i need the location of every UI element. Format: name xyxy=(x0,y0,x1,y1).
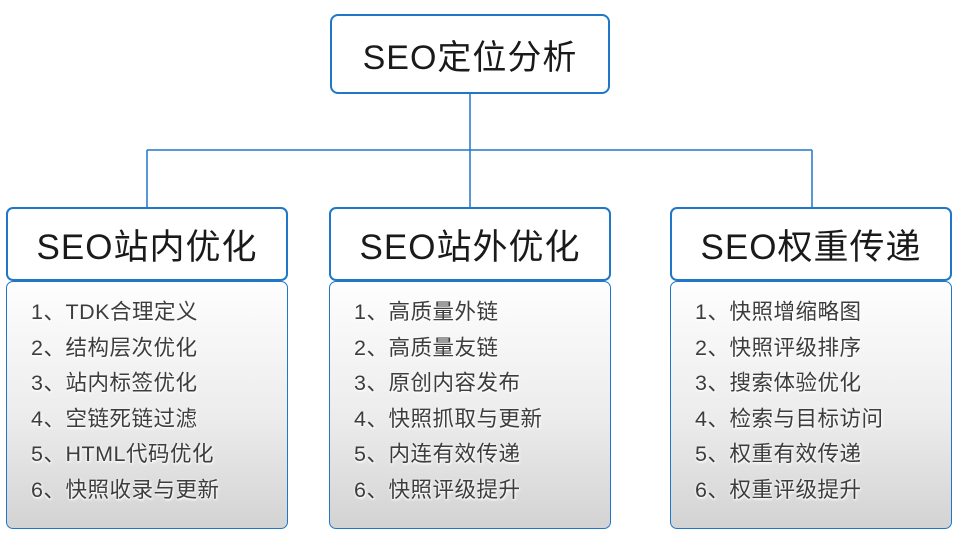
column-header: SEO站外优化 xyxy=(329,207,611,281)
column-onsite-optimization: SEO站内优化 1、TDK合理定义 2、结构层次优化 3、站内标签优化 4、空链… xyxy=(6,207,288,529)
column-header: SEO站内优化 xyxy=(6,207,288,281)
list-item: 2、快照评级排序 xyxy=(695,335,862,360)
list-item: 3、原创内容发布 xyxy=(354,371,521,396)
column-header: SEO权重传递 xyxy=(670,207,952,281)
column-list: 1、快照增缩略图 2、快照评级排序 3、搜索体验优化 4、检索与目标访问 5、权… xyxy=(670,281,952,529)
list-item: 5、权重有效传递 xyxy=(695,442,862,467)
list-item: 3、站内标签优化 xyxy=(31,371,198,396)
list-item: 4、快照抓取与更新 xyxy=(354,406,543,431)
column-header-label: SEO站内优化 xyxy=(36,227,258,267)
column-offsite-optimization: SEO站外优化 1、高质量外链 2、高质量友链 3、原创内容发布 4、快照抓取与… xyxy=(329,207,611,529)
list-item: 4、检索与目标访问 xyxy=(695,406,884,431)
root-node-label: SEO定位分析 xyxy=(362,38,578,77)
list-item: 5、HTML代码优化 xyxy=(31,442,214,467)
column-weight-transfer: SEO权重传递 1、快照增缩略图 2、快照评级排序 3、搜索体验优化 4、检索与… xyxy=(670,207,952,529)
column-list: 1、TDK合理定义 2、结构层次优化 3、站内标签优化 4、空链死链过滤 5、H… xyxy=(6,281,288,529)
list-item: 4、空链死链过滤 xyxy=(31,406,198,431)
column-list: 1、高质量外链 2、高质量友链 3、原创内容发布 4、快照抓取与更新 5、内连有… xyxy=(329,281,611,529)
list-item: 1、高质量外链 xyxy=(354,300,499,324)
list-item: 2、结构层次优化 xyxy=(31,335,198,360)
root-node: SEO定位分析 xyxy=(330,14,610,94)
list-item: 5、内连有效传递 xyxy=(354,442,521,467)
list-item: 1、快照增缩略图 xyxy=(695,300,862,324)
column-header-label: SEO权重传递 xyxy=(700,227,922,267)
list-item: 6、快照收录与更新 xyxy=(31,477,220,502)
list-item: 6、权重评级提升 xyxy=(695,477,862,502)
list-item: 3、搜索体验优化 xyxy=(695,371,862,396)
list-item: 6、快照评级提升 xyxy=(354,477,521,502)
list-item: 2、高质量友链 xyxy=(354,335,499,360)
column-header-label: SEO站外优化 xyxy=(359,227,581,267)
list-item: 1、TDK合理定义 xyxy=(31,300,198,324)
